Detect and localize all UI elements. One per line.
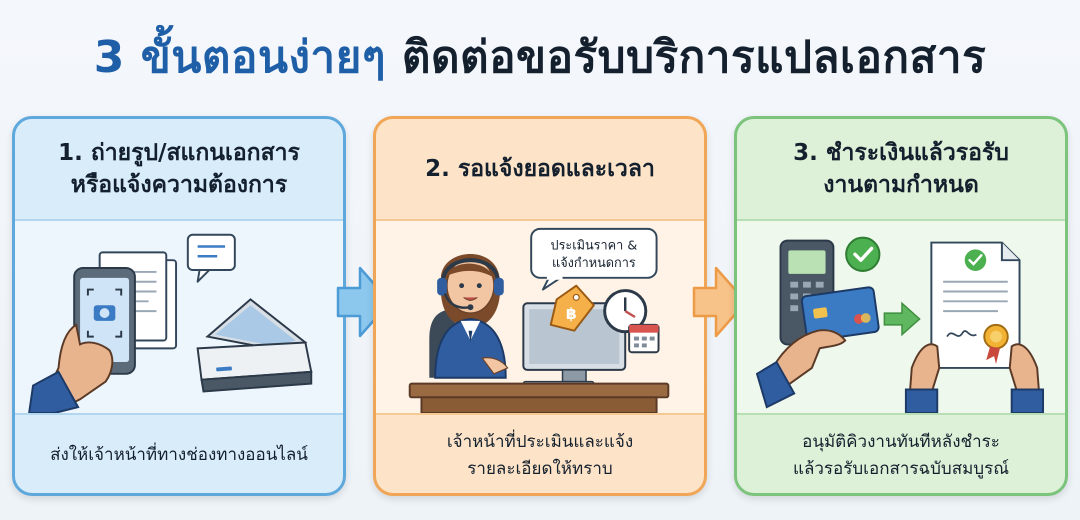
step-1-caption: ส่งให้เจ้าหน้าที่ทางช่องทางออนไลน์ bbox=[15, 415, 343, 493]
step-2-caption-line1: เจ้าหน้าที่ประเมินและแจ้ง bbox=[446, 431, 634, 452]
support-agent-illustration: ประเมินราคา & แจ้งกำหนดการ bbox=[408, 227, 670, 413]
step-2-caption-line2: รายละเอียดให้ทราบ bbox=[467, 458, 613, 479]
speech-bubble: ประเมินราคา & แจ้งกำหนดการ bbox=[530, 227, 658, 291]
phone-scan-illustration bbox=[28, 233, 313, 413]
certificate-icon bbox=[930, 241, 1021, 369]
currency-symbol: ฿ bbox=[566, 304, 577, 323]
chat-bubble-icon bbox=[186, 233, 236, 283]
bubble-line1: ประเมินราคา & bbox=[551, 238, 638, 253]
title-main: ติดต่อขอรับบริการแปลเอกสาร bbox=[401, 32, 987, 83]
check-circle-icon bbox=[845, 236, 881, 272]
clock-icon bbox=[603, 289, 648, 334]
hand-icon bbox=[28, 323, 114, 413]
hand-icon bbox=[908, 343, 941, 395]
step-2-header: 2. รอแจ้งยอดและเวลา bbox=[376, 119, 704, 219]
step-3-caption-line1: อนุมัติคิวงานทันทีหลังชำระ bbox=[802, 431, 1000, 452]
step-3-caption-line2: แล้วรอรับเอกสารฉบับสมบูรณ์ bbox=[793, 458, 1009, 479]
step-2-illustration: ประเมินราคา & แจ้งกำหนดการ bbox=[376, 219, 704, 415]
hand-icon bbox=[755, 329, 847, 409]
payment-certificate-illustration bbox=[755, 236, 1045, 413]
step-1-header: 1. ถ่ายรูป/สแกนเอกสาร หรือแจ้งความต้องกา… bbox=[15, 119, 343, 219]
step-3-title-line2: งานตามกำหนด bbox=[823, 172, 979, 198]
step-3-header: 3. ชำระเงินแล้วรอรับ งานตามกำหนด bbox=[737, 119, 1065, 219]
calendar-icon bbox=[628, 323, 660, 354]
step-3-caption: อนุมัติคิวงานทันทีหลังชำระ แล้วรอรับเอกส… bbox=[737, 415, 1065, 493]
agent-avatar bbox=[434, 254, 509, 379]
step-1-title-line1: 1. ถ่ายรูป/สแกนเอกสาร bbox=[58, 140, 300, 166]
step-card-1: 1. ถ่ายรูป/สแกนเอกสาร หรือแจ้งความต้องกา… bbox=[12, 116, 346, 496]
scanner-icon bbox=[196, 298, 313, 393]
step-2-title-line1: 2. รอแจ้งยอดและเวลา bbox=[425, 156, 655, 182]
arrow-right-icon bbox=[883, 301, 921, 337]
page-title: 3 ขั้นตอนง่ายๆ ติดต่อขอรับบริการแปลเอกสา… bbox=[0, 30, 1080, 86]
credit-card-icon bbox=[800, 286, 880, 342]
step-card-2: 2. รอแจ้งยอดและเวลา ประเมินราคา & แจ้งกำ… bbox=[373, 116, 707, 496]
price-tag-icon: ฿ bbox=[549, 284, 595, 332]
desk bbox=[408, 382, 670, 399]
step-2-caption: เจ้าหน้าที่ประเมินและแจ้ง รายละเอียดให้ท… bbox=[376, 415, 704, 493]
step-3-title-line1: 3. ชำระเงินแล้วรอรับ bbox=[793, 140, 1009, 166]
arrow-right-icon bbox=[692, 266, 748, 338]
step-3-illustration bbox=[737, 219, 1065, 415]
step-1-title-line2: หรือแจ้งความต้องการ bbox=[70, 172, 288, 198]
step-card-3: 3. ชำระเงินแล้วรอรับ งานตามกำหนด bbox=[734, 116, 1068, 496]
step-1-illustration bbox=[15, 219, 343, 415]
hand-icon bbox=[1008, 343, 1041, 395]
bubble-line2: แจ้งกำหนดการ bbox=[552, 256, 636, 271]
title-accent: 3 ขั้นตอนง่ายๆ bbox=[93, 32, 387, 83]
step-1-caption-line1: ส่งให้เจ้าหน้าที่ทางช่องทางออนไลน์ bbox=[50, 445, 308, 465]
